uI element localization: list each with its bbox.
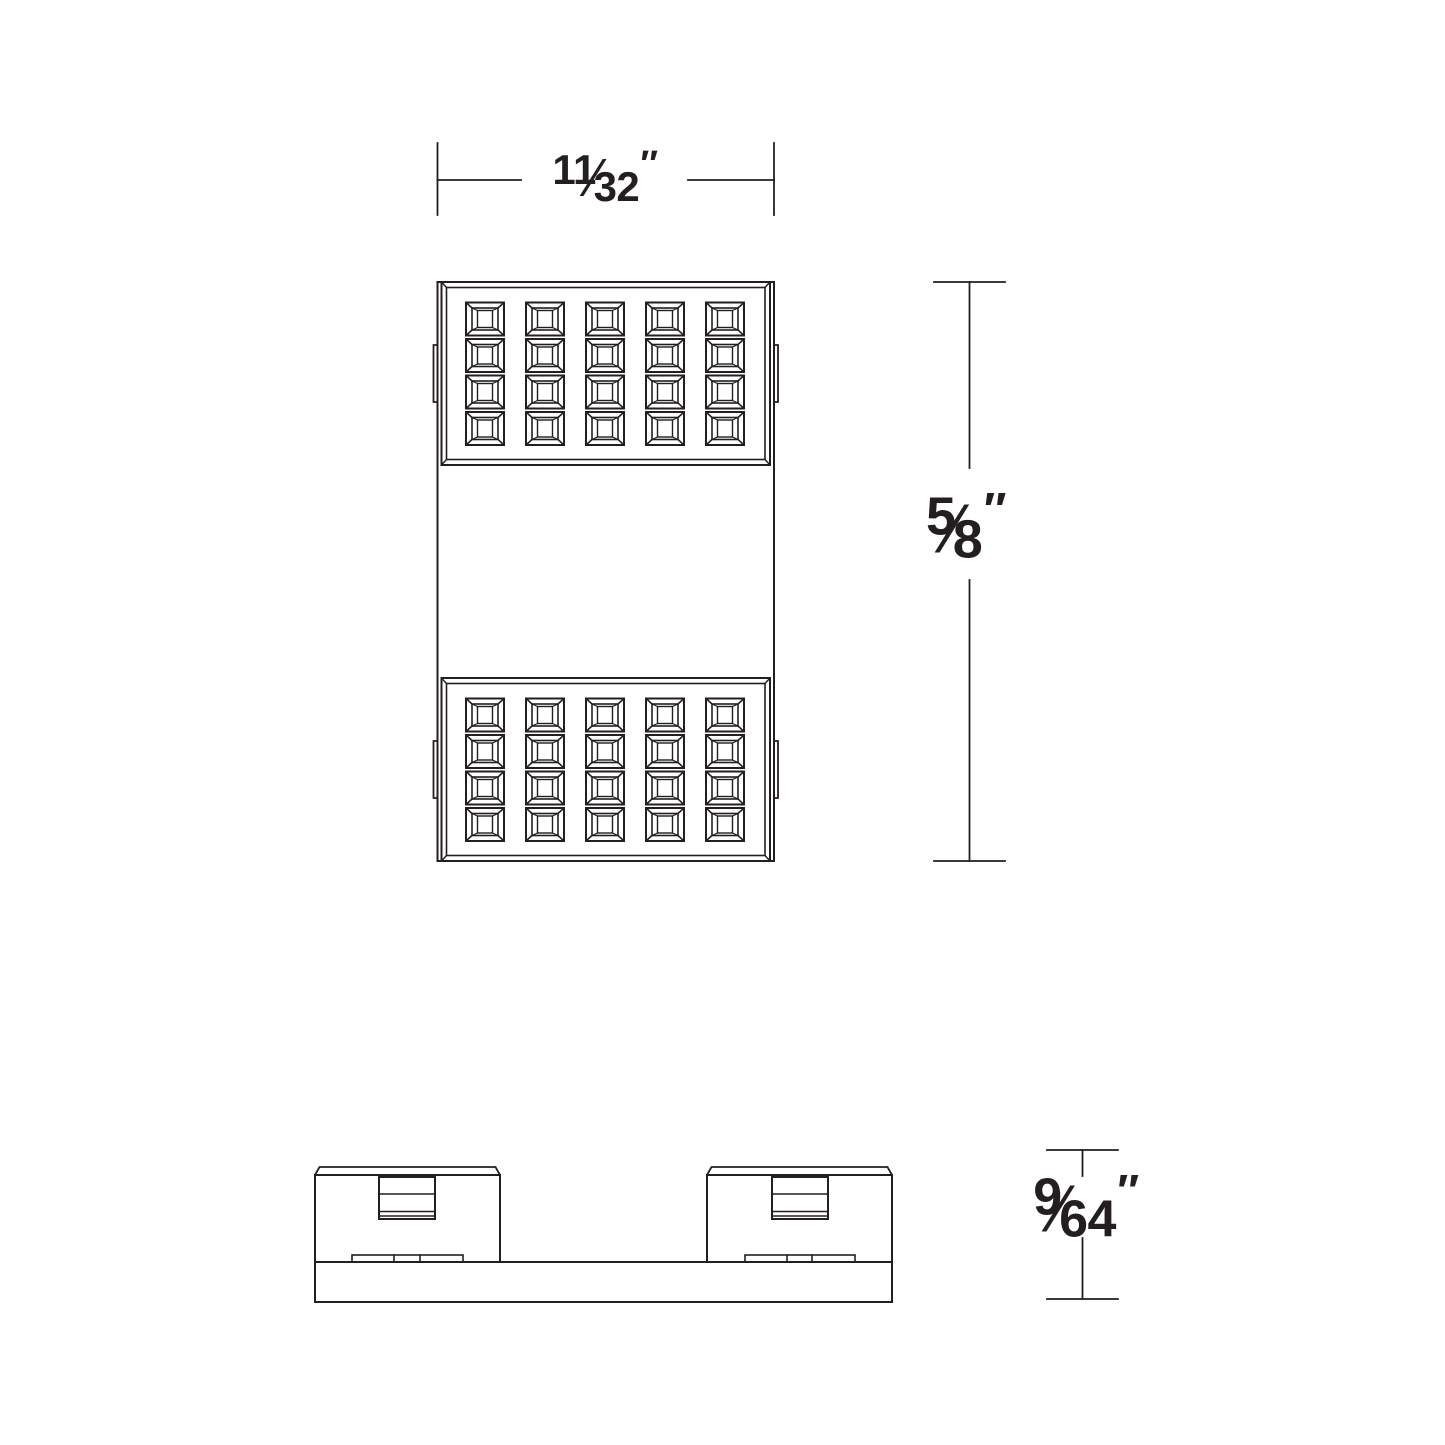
width-dimension-label: 11⁄32″ (552, 145, 658, 209)
depth-numerator: 9 (1033, 1169, 1062, 1228)
depth-denominator: 64 (1059, 1190, 1116, 1249)
height-inch-mark: ″ (983, 483, 1007, 537)
height-dimension-lines (933, 281, 1006, 862)
width-dimension-lines (436, 142, 775, 216)
side-view-left-block (313, 1166, 502, 1263)
height-numerator: 5 (925, 486, 956, 547)
top-view-upper-led-panel (434, 282, 779, 465)
side-view-base-plate (314, 1261, 893, 1303)
width-inch-mark: ″ (640, 142, 658, 184)
side-view (313, 1166, 894, 1303)
height-dimension-label: 5⁄8″ (925, 486, 1007, 568)
top-view-lower-led-panel (434, 678, 779, 861)
depth-inch-mark: ″ (1117, 1165, 1139, 1217)
height-fraction-slash: ⁄ (948, 489, 961, 568)
depth-dimension-label: 9⁄64″ (1033, 1168, 1139, 1247)
height-denominator: 8 (952, 508, 983, 569)
side-view-right-block (705, 1166, 894, 1263)
depth-fraction-slash: ⁄ (1055, 1172, 1066, 1247)
depth-dimension-lines (1046, 1149, 1119, 1300)
width-numerator: 11 (552, 145, 596, 193)
width-fraction-slash: ⁄ (590, 148, 599, 209)
top-view (434, 281, 779, 862)
width-denominator: 32 (593, 163, 640, 211)
top-view-body (436, 281, 775, 862)
